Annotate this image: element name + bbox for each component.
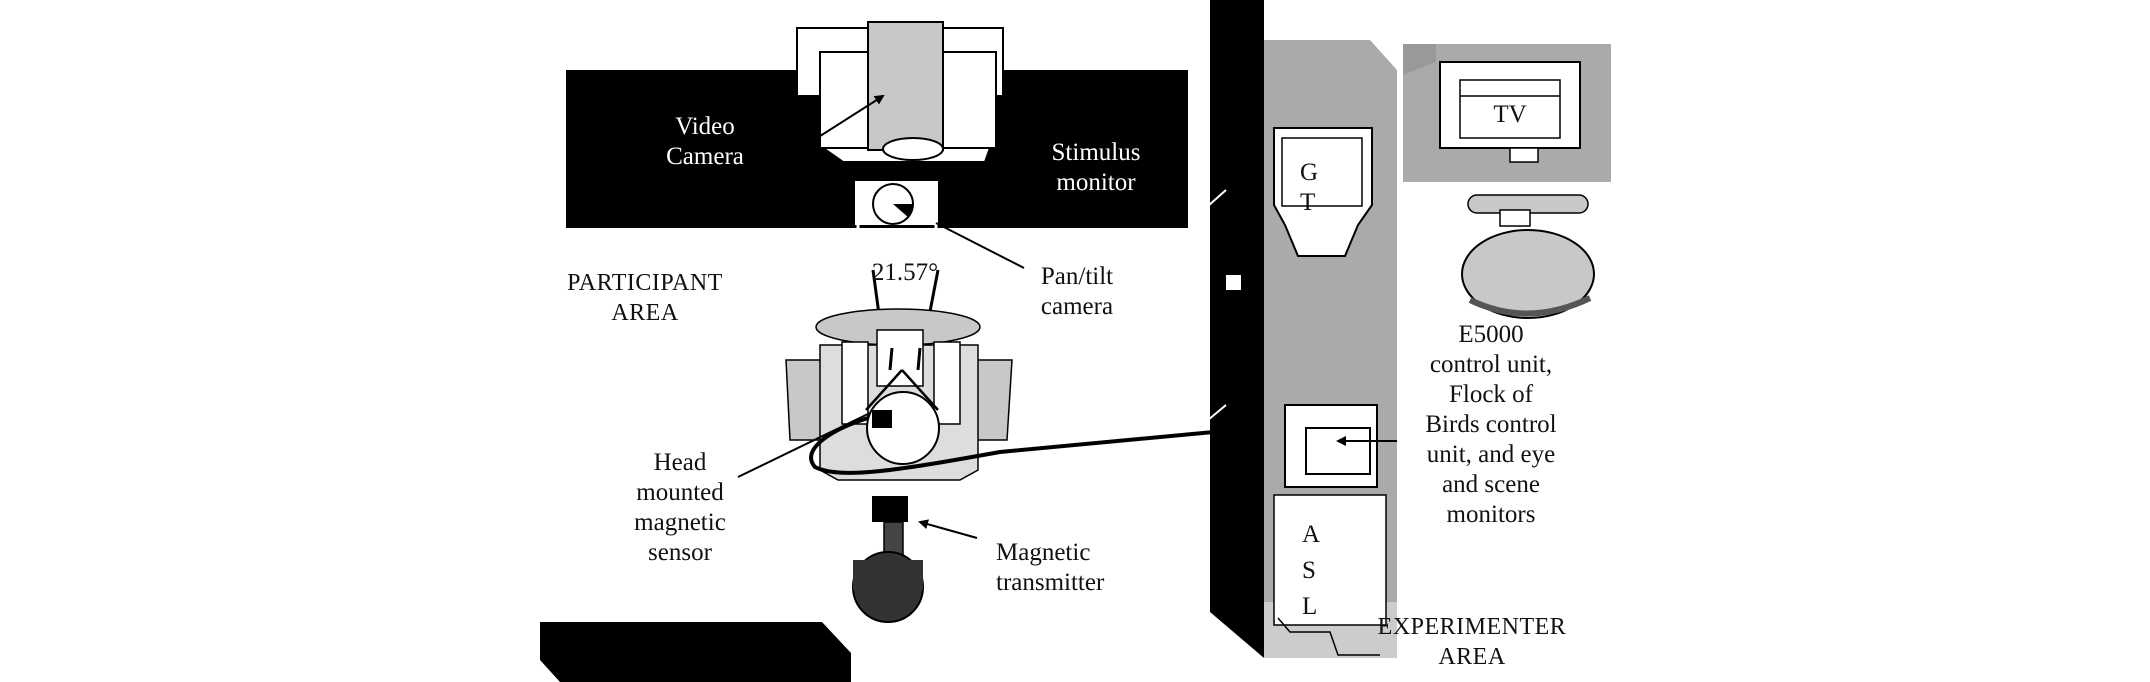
pan-tilt-camera bbox=[853, 179, 940, 240]
sensor-cable bbox=[809, 416, 1236, 475]
leader-arrows bbox=[737, 94, 1397, 539]
participant-area-label: PARTICIPANT AREA bbox=[567, 270, 723, 326]
video-camera bbox=[867, 21, 944, 161]
e5000-label: E5000 control unit, Flock of Birds contr… bbox=[1425, 321, 1557, 528]
control-unit bbox=[1284, 404, 1378, 488]
pan-tilt-camera-label: Pan/tilt camera bbox=[1040, 263, 1114, 320]
gt-monitor bbox=[1273, 127, 1373, 257]
angle-label: 21.57° bbox=[871, 259, 939, 286]
experimenter-chair bbox=[1461, 194, 1595, 319]
experimenter-area-label: EXPERIMENTER AREA bbox=[1377, 614, 1567, 670]
video-camera-label: Video Camera bbox=[666, 113, 744, 170]
asl-unit bbox=[1273, 494, 1387, 656]
gt-t-label: T bbox=[1300, 189, 1316, 216]
asl-s-label: S bbox=[1302, 557, 1316, 584]
tv-label: TV bbox=[1493, 101, 1527, 128]
gt-g-label: G bbox=[1300, 159, 1319, 186]
head-sensor-label: Head mounted magnetic sensor bbox=[634, 449, 726, 566]
bottom-table bbox=[540, 622, 851, 682]
tv bbox=[1439, 61, 1581, 163]
stimulus-monitor-label: Stimulus monitor bbox=[1051, 139, 1141, 196]
participant-chair bbox=[785, 308, 1013, 481]
magnetic-transmitter-label: Magnetic transmitter bbox=[996, 539, 1105, 596]
magnetic-transmitter bbox=[852, 496, 924, 623]
asl-l-label: L bbox=[1302, 593, 1318, 620]
asl-a-label: A bbox=[1302, 521, 1321, 548]
partition-wall bbox=[1207, 0, 1264, 658]
